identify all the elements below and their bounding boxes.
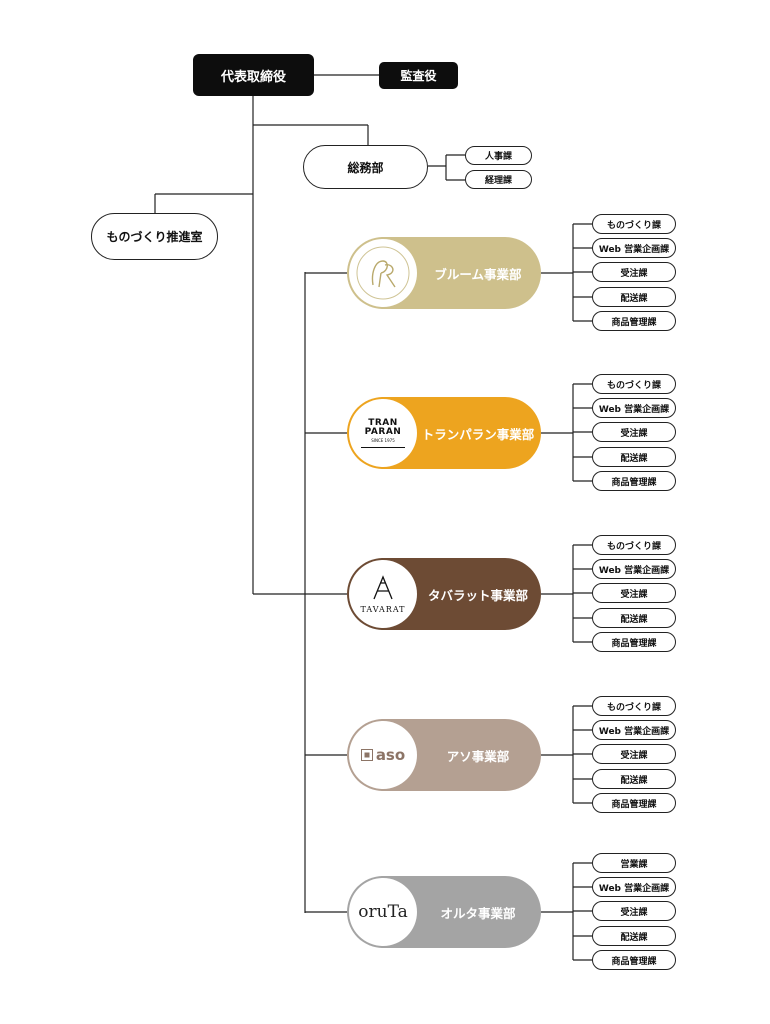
section-pill: 営業課 — [592, 853, 676, 873]
aso-square-icon — [360, 749, 373, 761]
division-logo — [349, 239, 417, 307]
section-pill: 受注課 — [592, 744, 676, 764]
section-pill: ものづくり課 — [592, 535, 676, 555]
section-pill: ものづくり課 — [592, 214, 676, 234]
division-logo: aso — [349, 721, 417, 789]
division-logo: oruTa — [349, 878, 417, 946]
ceo-box: 代表取締役 — [193, 54, 314, 96]
section-pill: 商品管理課 — [592, 793, 676, 813]
section-pill: Web 営業企画課 — [592, 238, 676, 258]
oruta-logo-icon: oruTa — [358, 901, 408, 922]
bloom-monogram-icon — [356, 246, 410, 300]
monozukuri-office-box: ものづくり推進室 — [91, 213, 218, 260]
section-pill: Web 営業企画課 — [592, 398, 676, 418]
section-pill: 配送課 — [592, 926, 676, 946]
monozukuri-office-label: ものづくり推進室 — [106, 230, 203, 244]
division-logo: TAVARAT — [349, 560, 417, 628]
tavarat-logo-icon: TAVARAT — [361, 574, 406, 614]
section-pill: Web 営業企画課 — [592, 720, 676, 740]
section-pill: ものづくり課 — [592, 374, 676, 394]
section-pill: 配送課 — [592, 769, 676, 789]
section-pill: 配送課 — [592, 447, 676, 467]
section-pill: 受注課 — [592, 583, 676, 603]
section-pill: 受注課 — [592, 901, 676, 921]
division-label: ブルーム事業部 — [434, 266, 522, 282]
general-affairs-label: 総務部 — [347, 160, 384, 175]
section-pill: 商品管理課 — [592, 311, 676, 331]
division-3: TAVARAT タバラット事業部 — [347, 558, 541, 630]
section-pill: ものづくり課 — [592, 696, 676, 716]
auditor-label: 監査役 — [400, 69, 437, 83]
aso-logo-icon: aso — [360, 747, 405, 763]
section-pill: Web 営業企画課 — [592, 877, 676, 897]
auditor-box: 監査役 — [379, 62, 458, 89]
section-pill: 受注課 — [592, 422, 676, 442]
section-pill: 商品管理課 — [592, 632, 676, 652]
division-label: タバラット事業部 — [427, 587, 528, 603]
division-label: トランパラン事業部 — [421, 426, 535, 442]
section-pill: 配送課 — [592, 287, 676, 307]
division-4: aso アソ事業部 — [347, 719, 541, 791]
tavarat-mark-icon — [373, 574, 393, 599]
section-pill: 商品管理課 — [592, 950, 676, 970]
section-pill: 配送課 — [592, 608, 676, 628]
division-label: アソ事業部 — [446, 748, 510, 764]
section-pill: 商品管理課 — [592, 471, 676, 491]
section-pill: Web 営業企画課 — [592, 559, 676, 579]
division-1: ブルーム事業部 — [347, 237, 541, 309]
general-affairs-section-accounting: 経理課 — [465, 170, 532, 189]
general-affairs-box: 総務部 — [303, 145, 428, 189]
ceo-label: 代表取締役 — [220, 69, 286, 85]
section-pill: 受注課 — [592, 262, 676, 282]
division-label: オルタ事業部 — [440, 905, 516, 921]
division-5: oruTa オルタ事業部 — [347, 876, 541, 948]
general-affairs-section-hr: 人事課 — [465, 146, 532, 165]
